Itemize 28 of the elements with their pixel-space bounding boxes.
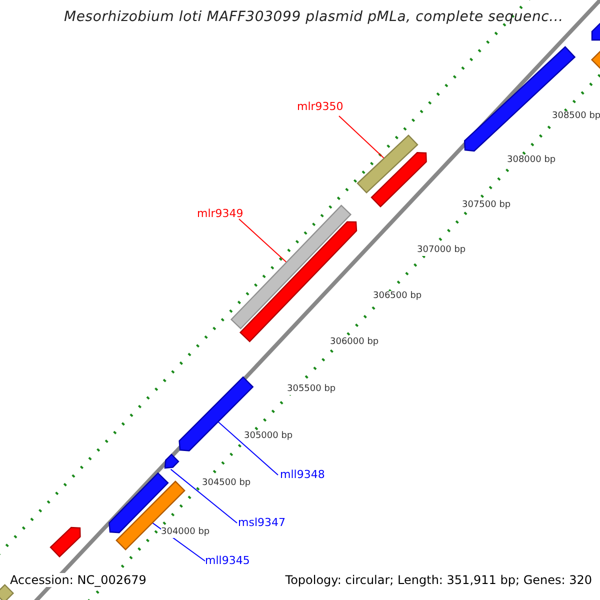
- gene-label: mll9345: [205, 554, 250, 568]
- leader-line: [170, 468, 238, 524]
- accession-text: Accession: NC_002679: [8, 573, 148, 588]
- position-label: 307000 bp: [417, 245, 466, 256]
- position-label: 306500 bp: [373, 291, 422, 302]
- gene-arrow-shape: [591, 20, 600, 41]
- gene-label: msl9347: [238, 516, 286, 530]
- gene-arrow-shape: [164, 454, 180, 469]
- gene-bar: [356, 134, 418, 194]
- leader-line: [218, 421, 278, 476]
- gene-label: mlr9350: [297, 100, 344, 114]
- gene-label: mll9348: [280, 468, 325, 482]
- position-label: 305000 bp: [244, 431, 293, 442]
- gene-label: mlr9349: [197, 207, 244, 220]
- position-label: 308000 bp: [507, 155, 556, 166]
- gene-arrow-shape: [370, 152, 427, 208]
- leader-line: [238, 218, 287, 263]
- position-label: 307500 bp: [462, 200, 511, 211]
- position-label: 304500 bp: [202, 478, 251, 489]
- map-title: Mesorhizobium loti MAFF303099 plasmid pMLa, complete sequenc...: [64, 9, 564, 26]
- summary-text: Topology: circular; Length: 351,911 bp; Genes: 320: [283, 573, 594, 588]
- gene-arrow-shape: [50, 526, 81, 558]
- gene-bar: [0, 584, 14, 600]
- position-label: 304000 bp: [161, 527, 210, 538]
- position-label: 305500 bp: [287, 384, 336, 395]
- position-label: 308500 bp: [552, 111, 600, 122]
- position-label: 306000 bp: [330, 337, 379, 348]
- leader-line: [338, 116, 385, 159]
